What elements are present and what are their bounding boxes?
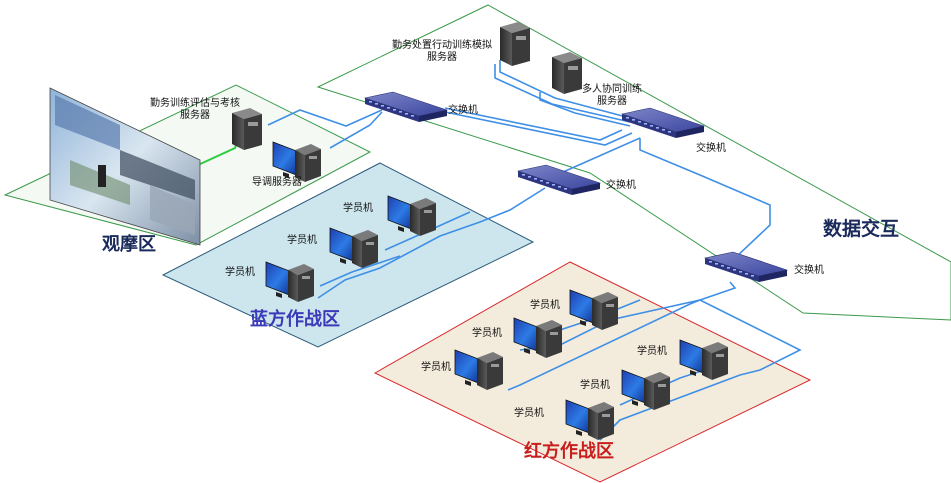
student-b3-icon bbox=[265, 261, 314, 302]
student-r1-icon bbox=[569, 289, 618, 330]
server-multi-user-icon bbox=[552, 52, 582, 94]
observation-zone-title: 观摩区 bbox=[102, 234, 156, 255]
student-r2-icon bbox=[513, 317, 562, 358]
student-label-r6: 学员机 bbox=[514, 408, 544, 419]
server-director-label: 导调服务器 bbox=[252, 177, 302, 188]
red-zone-title: 红方作战区 bbox=[524, 441, 614, 462]
switch-label-2: 交换机 bbox=[696, 143, 726, 154]
switch-label-4: 交换机 bbox=[794, 265, 824, 276]
student-label-r4: 学员机 bbox=[637, 346, 667, 357]
red-zone bbox=[373, 261, 812, 483]
student-label-r3: 学员机 bbox=[421, 362, 451, 373]
student-r5-icon bbox=[621, 369, 670, 410]
observation-photo bbox=[49, 87, 201, 246]
switch-2-icon bbox=[620, 107, 706, 138]
server-evaluation-label: 勤务训练评估与考核 服务器 bbox=[150, 98, 240, 121]
student-r3-icon bbox=[454, 349, 503, 390]
switch-3-icon bbox=[516, 164, 602, 195]
workstations bbox=[265, 141, 728, 440]
student-r4-icon bbox=[679, 339, 728, 380]
server-multi-user-label: 多人协同训练 服务器 bbox=[582, 84, 642, 107]
switch-4-icon bbox=[703, 251, 789, 282]
switches bbox=[363, 91, 789, 282]
data-exchange-title: 数据交互 bbox=[823, 218, 900, 240]
student-b1-icon bbox=[387, 195, 436, 236]
director-monitor-icon bbox=[272, 141, 321, 182]
switch-label-1: 交换机 bbox=[448, 105, 478, 116]
server-action-sim-icon bbox=[500, 22, 530, 66]
student-label-r5: 学员机 bbox=[580, 380, 610, 391]
student-r6-icon bbox=[565, 399, 614, 440]
server-evaluation-icon bbox=[232, 108, 262, 150]
switch-label-3: 交换机 bbox=[606, 180, 636, 191]
student-label-r1: 学员机 bbox=[530, 300, 560, 311]
server-action-sim-label: 勤务处置行动训练模拟 服务器 bbox=[392, 40, 492, 63]
switch-1-icon bbox=[363, 91, 449, 122]
student-label-b2: 学员机 bbox=[287, 235, 317, 246]
blue-zone-title: 蓝方作战区 bbox=[250, 309, 340, 330]
student-label-b1: 学员机 bbox=[343, 203, 373, 214]
student-label-r2: 学员机 bbox=[472, 328, 502, 339]
student-label-b3: 学员机 bbox=[225, 267, 255, 278]
student-b2-icon bbox=[329, 227, 378, 268]
data-exchange-zone bbox=[316, 4, 951, 321]
